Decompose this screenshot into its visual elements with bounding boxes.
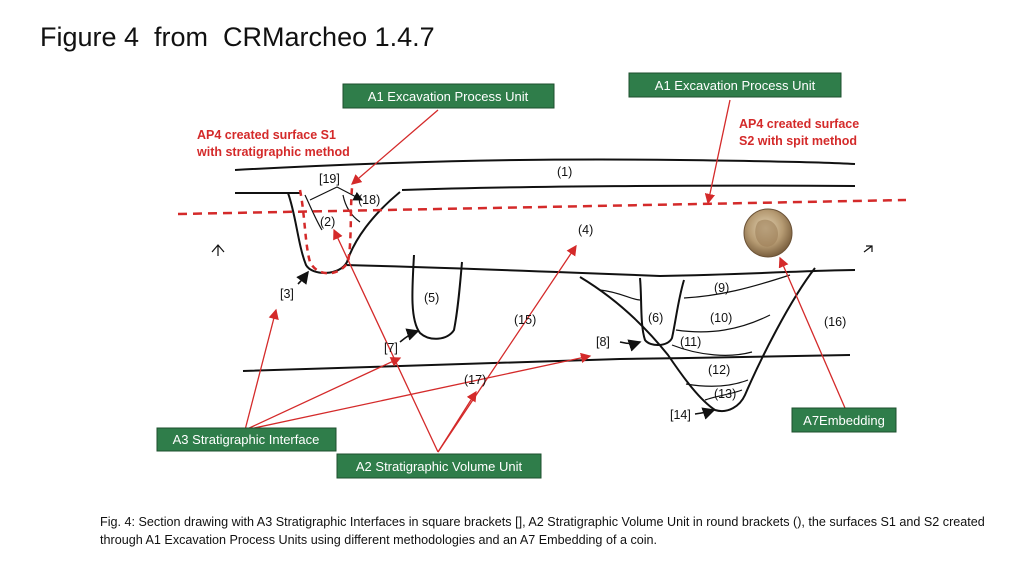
box-a1-left-label: A1 Excavation Process Unit [368,89,529,104]
layer-line-4-bottom [344,264,856,278]
fill-6-line [599,289,641,301]
section-drawing: A1 Excavation Process Unit A1 Excavation… [156,72,907,479]
unit-17-label: (17) [464,373,486,387]
surface-s2-dashed-line [177,198,907,216]
arrow-a2-to-4 [437,244,577,453]
unit-1-label: (1) [557,165,572,179]
relation-arrows [244,99,846,453]
fill-11-line [671,344,753,356]
stratigraphic-layers [211,158,873,412]
box-a2: A2 Stratigraphic Volume Unit [336,453,542,479]
posthole-7-cut [411,254,463,340]
arrow-a3-to-7 [244,357,402,431]
box-a1-right: A1 Excavation Process Unit [628,72,842,98]
fill-12-line [685,379,749,387]
unit-7-label: [7] [384,341,398,355]
unit-9-label: (9) [714,281,729,295]
fill-13-line [704,389,743,401]
unit-8-label: [8] [596,335,610,349]
annotation-s1-line2: with stratigraphic method [196,145,350,159]
unit-13-label: (13) [714,387,736,401]
arrow-a7-to-coin [778,256,846,409]
box-a1-right-label: A1 Excavation Process Unit [655,78,816,93]
section-marker-right [863,245,873,253]
layer-line-1-bottom [235,184,856,194]
pit-8-cut [639,277,685,346]
unit-10-label: (10) [710,311,732,325]
box-a7: A7Embedding [791,407,897,433]
interface-pointers [296,270,716,420]
unit-2-label: (2) [320,215,335,229]
surface-line-top [234,158,856,171]
box-a3-label: A3 Stratigraphic Interface [173,432,320,447]
unit-11-label: (11) [680,335,701,349]
section-marker-left [211,244,225,256]
unit-4-label: (4) [578,223,593,237]
annotation-s1-line1: AP4 created surface S1 [197,128,336,142]
coin-embedded [743,208,793,258]
box-a1-left: A1 Excavation Process Unit [342,83,555,109]
box-a2-label: A2 Stratigraphic Volume Unit [356,459,523,474]
arrow-a1-to-s2 [704,99,731,205]
surface-s1-dashed-line [298,187,354,275]
arrow-a3-to-3 [244,308,279,431]
annotation-s2-line1: AP4 created surface [739,117,859,131]
annotation-s2-line2: S2 with spit method [739,134,857,148]
unit-16-label: (16) [824,315,846,329]
fill-10-line [675,314,771,333]
pit-3-cut [287,191,401,274]
box-a3: A3 Stratigraphic Interface [156,427,337,452]
layer-line-15-bottom [242,354,851,372]
unit-6-label: (6) [648,311,663,325]
arrow-19 [309,186,364,201]
figure-caption: Fig. 4: Section drawing with A3 Stratigr… [100,515,985,547]
unit-5-label: (5) [424,291,439,305]
arrow-a3-to-8 [244,352,592,431]
unit-12-label: (12) [708,363,730,377]
slide-title: Figure 4 from CRMarcheo 1.4.7 [40,22,435,52]
unit-3-label: [3] [280,287,294,301]
arrow-a2-to-2 [333,228,439,453]
box-a7-label: A7Embedding [803,413,885,428]
unit-19-label: [19] [319,172,340,186]
arrow-a1-to-s1 [351,109,439,185]
fill-9-line [683,274,791,299]
unit-18-label: (18) [358,193,380,207]
unit-labels: (1) (2) [3] (4) (5) (6) [7] [8] (9) (10)… [280,165,846,422]
unit-14-label: [14] [670,408,691,422]
unit-15-label: (15) [514,313,536,327]
